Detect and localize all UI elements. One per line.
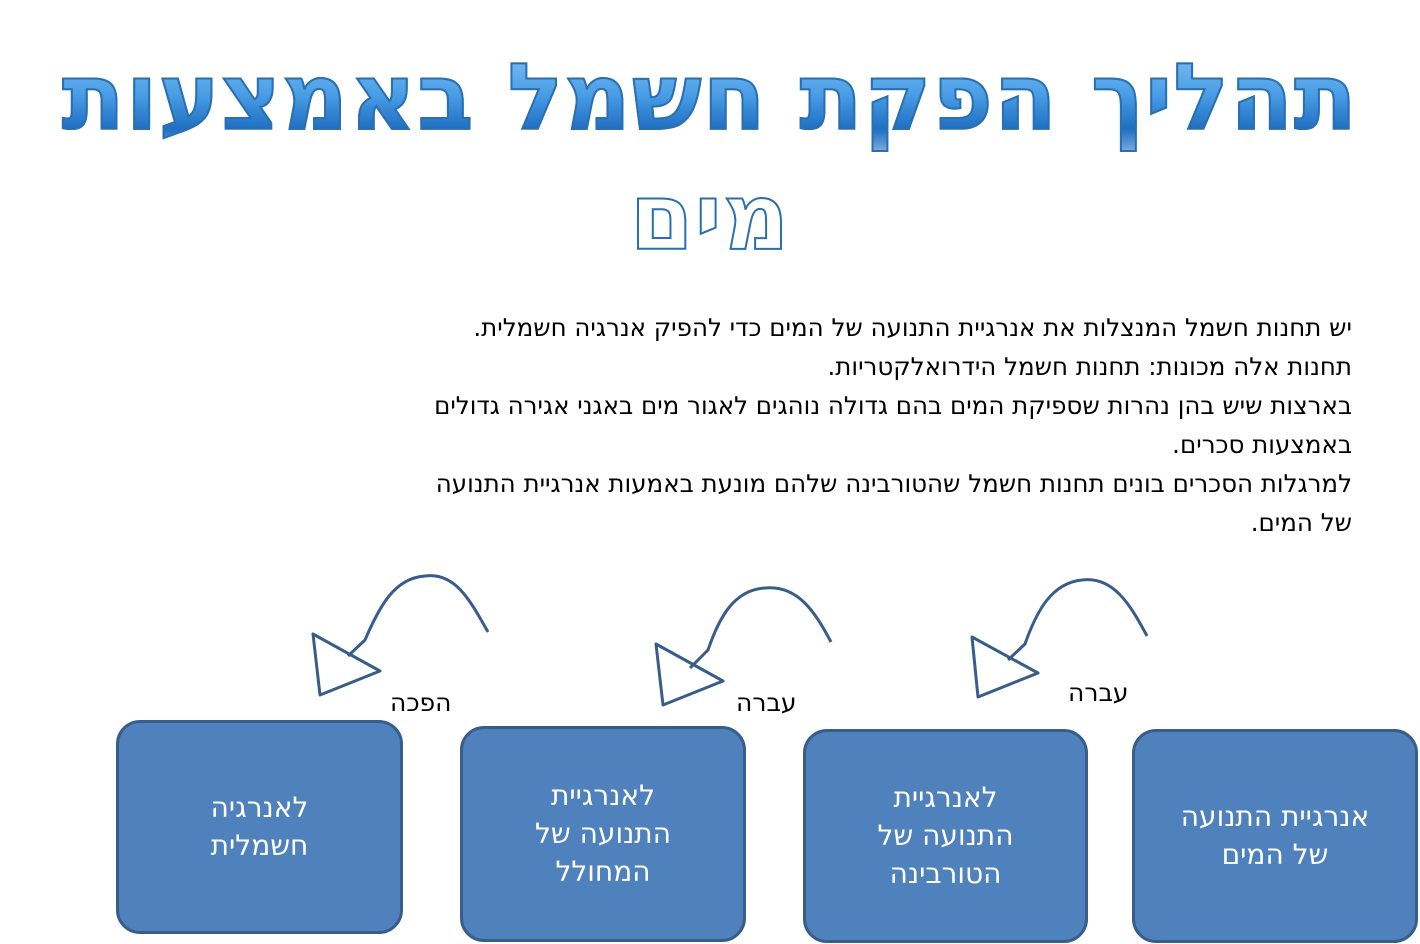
box-water-energy: אנרגיית התנועה של המים — [1132, 729, 1418, 943]
paragraph-line: באמצעות סכרים. — [1172, 430, 1352, 459]
paragraph-line: תחנות אלה מכונות: תחנות חשמל הידרואלקטרי… — [827, 352, 1353, 381]
curved-arrow-icon — [1006, 578, 1149, 662]
arrow-head-icon — [654, 642, 725, 707]
arrow-head-icon — [311, 632, 382, 697]
paragraph-line: יש תחנות חשמל המנצלות את אנרגיית התנועה … — [473, 313, 1352, 342]
box-turbine-energy: לאנרגיית התנועה של הטורבינה — [803, 729, 1088, 943]
box-label: אנרגיית התנועה של המים — [1180, 800, 1370, 871]
arrow-head-icon — [970, 635, 1040, 699]
intro-paragraph: יש תחנות חשמל המנצלות את אנרגיית התנועה … — [64, 308, 1352, 542]
paragraph-line: בארצות שיש בהן נהרות שספיקת המים בהם גדו… — [434, 391, 1352, 420]
box-label: לאנרגיה חשמלית — [210, 791, 309, 862]
box-label: לאנרגיית התנועה של המחולל — [534, 779, 671, 888]
box-generator-energy: לאנרגיית התנועה של המחולל — [460, 726, 746, 942]
curved-arrow-icon — [688, 586, 833, 670]
paragraph-line: למרגלות הסכרים בונים תחנות חשמל שהטורבינ… — [435, 469, 1352, 498]
label-transfer: עברה — [736, 688, 797, 717]
box-electric-energy: לאנרגיה חשמלית — [116, 720, 403, 934]
curved-arrow-icon — [346, 574, 490, 658]
label-transfer: עברה — [1068, 678, 1129, 707]
paragraph-line: של המים. — [1250, 508, 1352, 537]
label-conversion: הפכה — [390, 688, 452, 717]
page-title: תהליך הפקת חשמל באמצעות מים — [0, 38, 1420, 272]
box-label: לאנרגיית התנועה של הטורבינה — [877, 781, 1014, 890]
